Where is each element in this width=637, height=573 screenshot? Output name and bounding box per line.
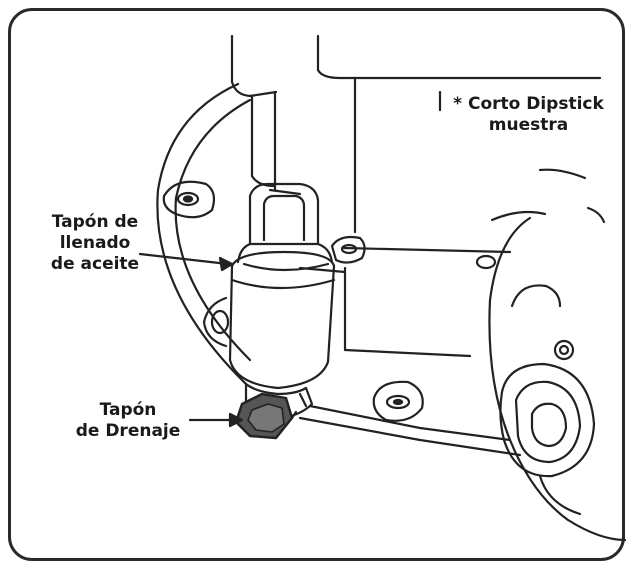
fill-plug-label-line3: de aceite xyxy=(40,254,150,275)
drain-plug-bolt xyxy=(236,384,312,438)
dipstick-label-line1: * Corto Dipstick xyxy=(436,94,621,115)
fill-plug-label-line1: Tapón de xyxy=(40,212,150,233)
fill-plug-cap xyxy=(238,184,332,270)
oil-pan xyxy=(157,84,520,455)
drain-plug-label-line2: de Drenaje xyxy=(68,421,188,442)
bolt-boss-left xyxy=(164,182,214,217)
drain-plug-label: Tapón de Drenaje xyxy=(68,400,188,442)
bolt-boss-middle xyxy=(332,237,365,263)
drain-plug-arrow xyxy=(190,414,242,426)
bolt-boss-lower xyxy=(374,382,423,421)
drain-plug-label-line1: Tapón xyxy=(68,400,188,421)
dipstick-label-line2: muestra xyxy=(436,115,621,136)
bolt-boss-right xyxy=(477,208,604,359)
side-cover xyxy=(489,218,625,540)
dipstick-label: * Corto Dipstick muestra xyxy=(436,94,621,136)
fill-plug-label-line2: llenado xyxy=(40,233,150,254)
fill-plug-label: Tapón de llenado de aceite xyxy=(40,212,150,275)
fill-plug-housing xyxy=(204,252,334,388)
